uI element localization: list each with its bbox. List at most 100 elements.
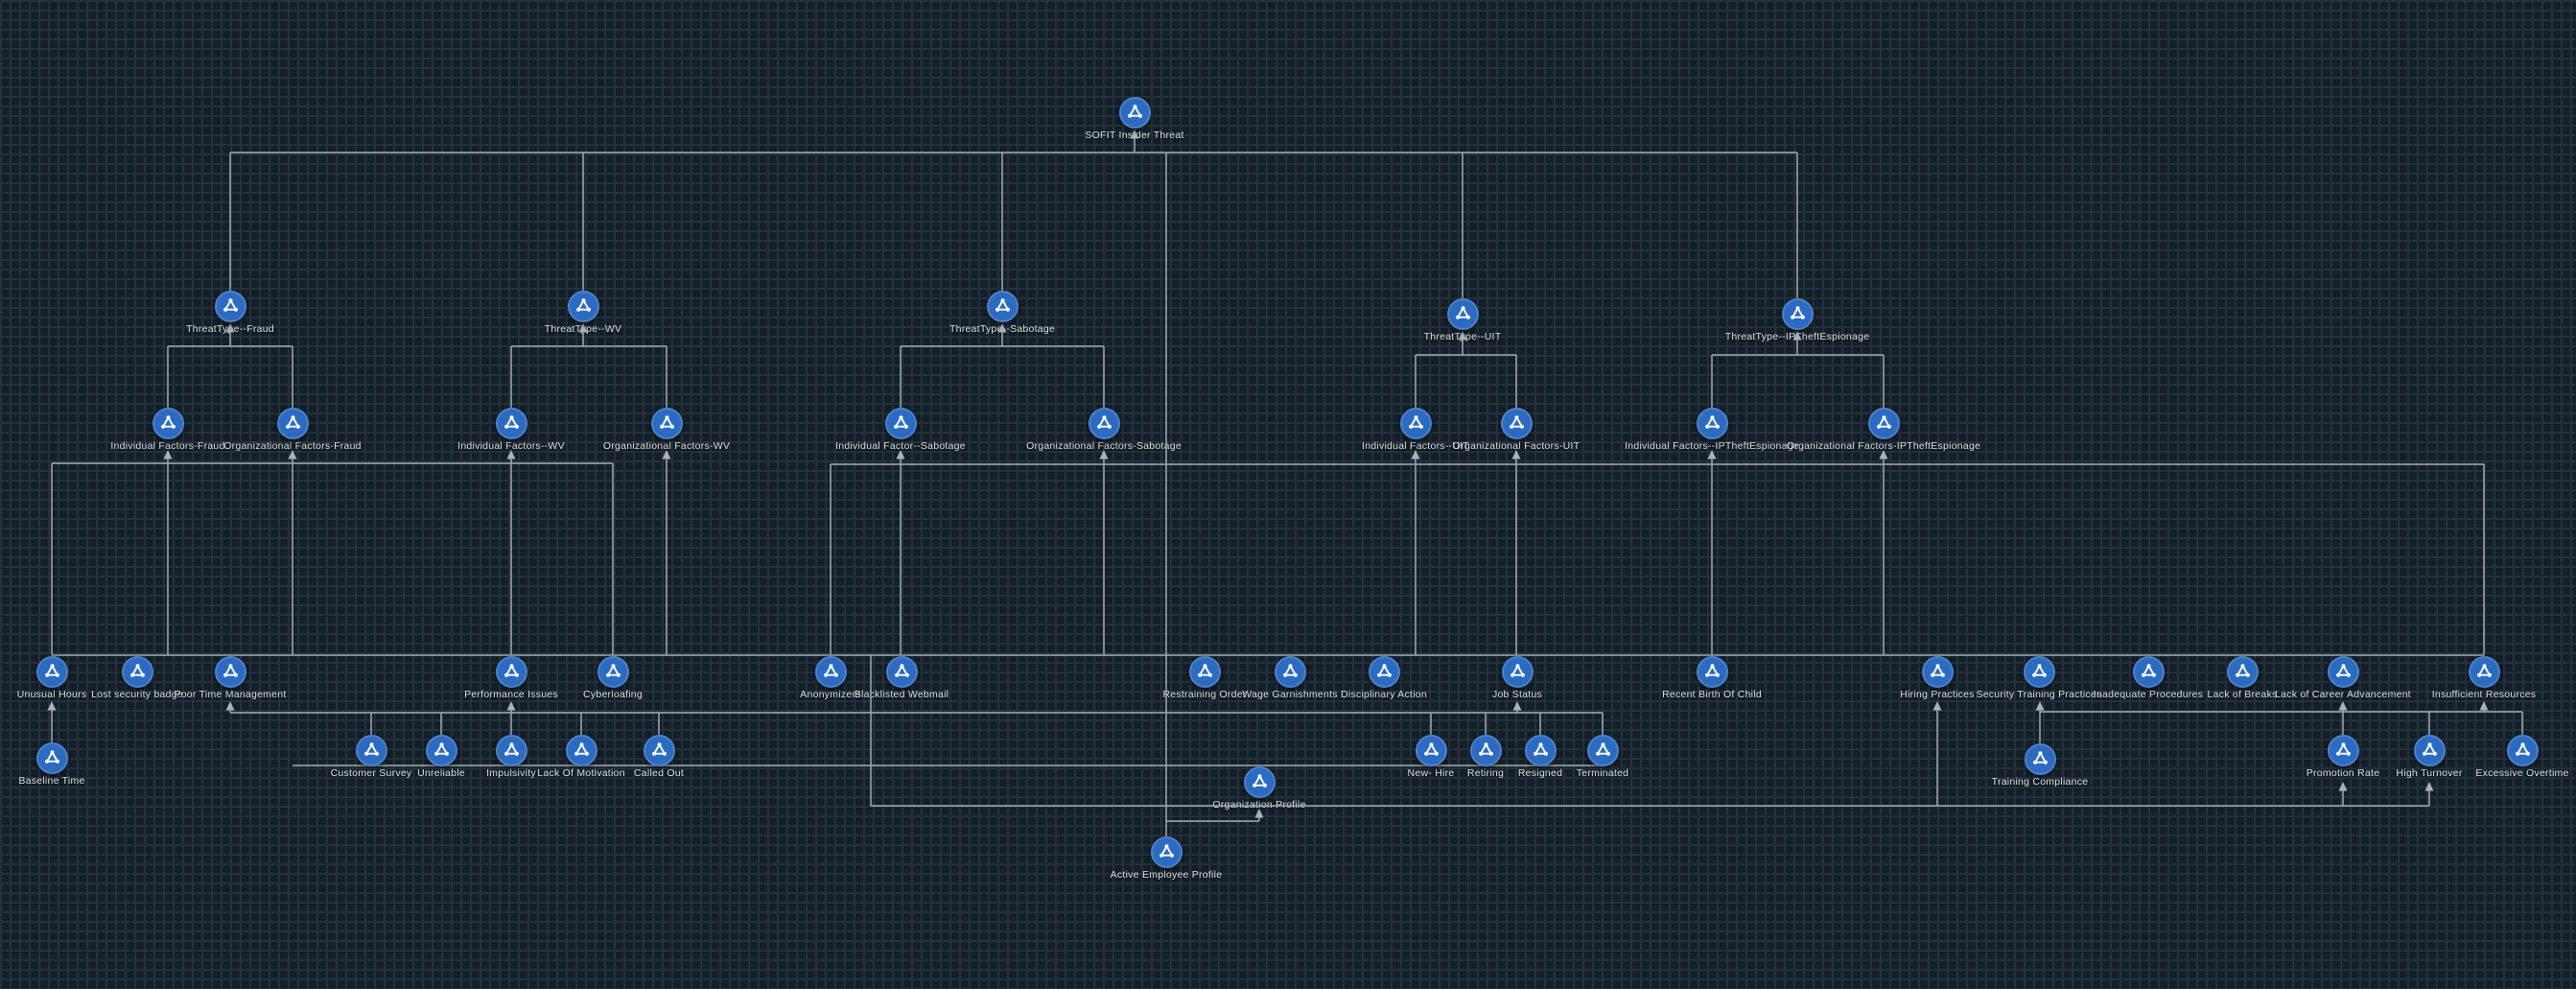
node-label: Active Employee Profile — [1110, 869, 1223, 881]
graph-node-blacklisted-webmail[interactable] — [885, 655, 918, 688]
triangle-graph-icon — [503, 742, 519, 756]
edge-arrowhead-icon — [997, 323, 1007, 333]
graph-node-cyberloafing[interactable] — [597, 655, 629, 688]
graph-node-organizational-factors-wv[interactable] — [650, 407, 683, 439]
graph-node-poor-time-management[interactable] — [214, 655, 246, 688]
node-label: Wage Garnishments — [1242, 689, 1338, 700]
graph-node-recent-birth-of-child[interactable] — [1696, 655, 1728, 688]
triangle-graph-icon — [44, 663, 59, 677]
triangle-graph-icon — [1510, 663, 1525, 677]
graph-node-individual-factors-fraud[interactable] — [152, 407, 184, 439]
graph-node-promotion-rate[interactable] — [2327, 734, 2359, 766]
graph-node-resigned[interactable] — [1524, 734, 1557, 766]
graph-node-organizational-factors-sabotage[interactable] — [1088, 407, 1120, 439]
graph-node-lost-security-badge[interactable] — [121, 655, 153, 688]
triangle-graph-icon — [160, 414, 176, 429]
node-label: Terminated — [1576, 767, 1629, 779]
triangle-graph-icon — [222, 663, 238, 677]
node-label: Lost security badge — [91, 689, 183, 700]
triangle-graph-icon — [1704, 414, 1720, 429]
triangle-graph-icon — [575, 297, 591, 312]
triangle-graph-icon — [1533, 742, 1548, 756]
node-label: Organizational Factors-Fraud — [223, 440, 362, 452]
node-label: Disciplinary Action — [1341, 689, 1427, 700]
graph-node-hiring-practices[interactable] — [1921, 655, 1954, 688]
triangle-graph-icon — [823, 663, 838, 677]
graph-node-disciplinary-action[interactable] — [1368, 655, 1400, 688]
graph-node-organizational-factors-uit[interactable] — [1500, 407, 1533, 439]
node-label: Promotion Rate — [2306, 767, 2380, 779]
graph-node-organizational-factors-iptheftespionage[interactable] — [1867, 407, 1900, 439]
edge-arrowhead-icon — [1130, 130, 1139, 139]
graph-node-threattype-fraud[interactable] — [214, 290, 246, 322]
edge-arrowhead-icon — [1099, 450, 1109, 459]
graph-node-individual-factors-wv[interactable] — [495, 407, 527, 439]
graph-node-excessive-overtime[interactable] — [2506, 734, 2539, 766]
triangle-graph-icon — [503, 663, 519, 677]
graph-node-inadequate-procedures[interactable] — [2132, 655, 2165, 688]
graph-node-threattype-iptheftespionage[interactable] — [1781, 297, 1814, 330]
node-label: Organization Profile — [1212, 799, 1306, 811]
edge-arrowhead-icon — [506, 450, 516, 459]
node-label: Baseline Time — [18, 775, 85, 787]
edge-arrowhead-icon — [1512, 701, 1522, 711]
graph-node-high-turnover[interactable] — [2413, 734, 2446, 766]
graph-node-threattype-uit[interactable] — [1446, 297, 1479, 330]
graph-node-unreliable[interactable] — [425, 734, 457, 766]
graph-node-organization-profile[interactable] — [1243, 765, 1276, 798]
node-label: Lack Of Motivation — [537, 767, 625, 779]
graph-node-job-status[interactable] — [1501, 655, 1534, 688]
triangle-graph-icon — [605, 663, 621, 677]
node-label: Inadequate Procedures — [2093, 689, 2204, 700]
edge-arrowhead-icon — [578, 323, 588, 333]
triangle-graph-icon — [2235, 663, 2250, 677]
triangle-graph-icon — [1876, 414, 1891, 429]
edge-arrowhead-icon — [2035, 701, 2045, 711]
graph-node-lack-of-breaks[interactable] — [2226, 655, 2259, 688]
node-label: Unreliable — [417, 767, 465, 779]
edge-arrowhead-icon — [225, 701, 235, 711]
graph-node-performance-issues[interactable] — [495, 655, 527, 688]
graph-node-called-out[interactable] — [643, 734, 675, 766]
node-label: Individual Factors--IPTheftEspionage — [1625, 440, 1799, 452]
graph-node-individual-factor-sabotage[interactable] — [884, 407, 917, 439]
node-label: Blacklisted Webmail — [854, 689, 949, 700]
graph-node-terminated[interactable] — [1586, 734, 1619, 766]
graph-node-training-compliance[interactable] — [2024, 742, 2056, 775]
triangle-graph-icon — [503, 414, 519, 429]
graph-node-retiring[interactable] — [1469, 734, 1502, 766]
edge-arrowhead-icon — [1932, 701, 1942, 711]
node-label: Resigned — [1517, 767, 1563, 779]
graph-node-wage-garnishments[interactable] — [1274, 655, 1306, 688]
graph-node-organizational-factors-fraud[interactable] — [276, 407, 309, 439]
graph-node-lack-of-motivation[interactable] — [565, 734, 597, 766]
graph-node-restraining-order[interactable] — [1188, 655, 1221, 688]
graph-node-customer-survey[interactable] — [355, 734, 387, 766]
graph-node-individual-factors-iptheftespionage[interactable] — [1696, 407, 1728, 439]
node-label: Job Status — [1491, 689, 1543, 700]
graph-node-individual-factors-uit[interactable] — [1399, 407, 1432, 439]
graph-node-threattype-sabotage[interactable] — [986, 290, 1019, 322]
graph-node-security-training-practices[interactable] — [2023, 655, 2055, 688]
graph-node-lack-of-career-advancement[interactable] — [2327, 655, 2359, 688]
graph-node-sofit-insider-threat[interactable] — [1118, 96, 1151, 129]
graph-node-impulsivity[interactable] — [495, 734, 527, 766]
graph-node-insufficient-resources[interactable] — [2468, 655, 2500, 688]
graph-node-active-employee-profile[interactable] — [1150, 836, 1183, 868]
edge-arrowhead-icon — [1254, 809, 1264, 818]
edge-arrowhead-icon — [163, 450, 173, 459]
graph-node-unusual-hours[interactable] — [35, 655, 68, 688]
edge-arrowhead-icon — [47, 701, 57, 711]
triangle-graph-icon — [2422, 742, 2437, 756]
triangle-graph-icon — [1376, 663, 1392, 677]
triangle-graph-icon — [2476, 663, 2492, 677]
node-label: Customer Survey — [330, 767, 412, 779]
node-label: Insufficient Resources — [2431, 689, 2537, 700]
graph-node-new-hire[interactable] — [1415, 734, 1447, 766]
graph-node-anonymizers[interactable] — [814, 655, 847, 688]
graph-node-threattype-wv[interactable] — [567, 290, 599, 322]
triangle-graph-icon — [651, 742, 667, 756]
graph-node-baseline-time[interactable] — [35, 742, 68, 774]
triangle-graph-icon — [1930, 663, 1945, 677]
